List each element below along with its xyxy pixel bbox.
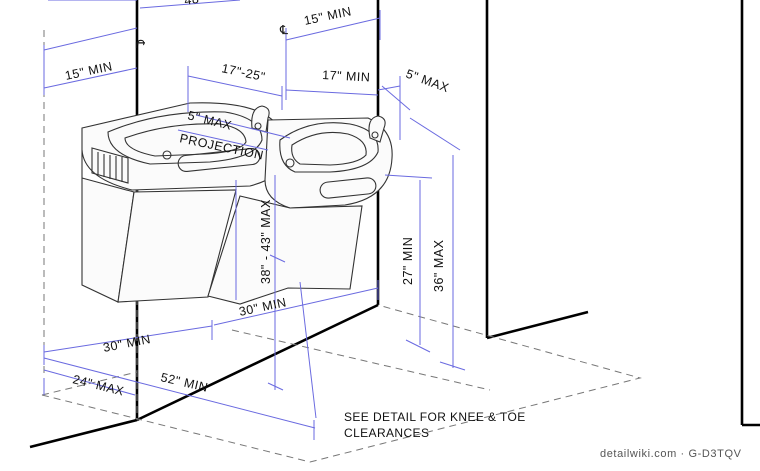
dim-five-top-max: 5" MAX [404, 67, 451, 96]
centerline-symbols: ℄ ℄ [133, 23, 289, 49]
watermark: detailwiki.com · G-D3TQV [600, 448, 742, 460]
dim-depth-30-min: 30" MIN [102, 332, 152, 355]
centerline-symbol-top: ℄ [279, 23, 289, 37]
dim-reach-17-25: 17"-25" [220, 61, 266, 84]
fountain-right [207, 115, 393, 305]
dim-height-36-max: 36" MAX [432, 239, 446, 292]
dim-top-cut: 48 [183, 0, 200, 8]
dim-right-17-min: 17" MIN [322, 68, 371, 85]
dim-height-27-min: 27" MIN [401, 237, 415, 285]
dim-width-52-min: 52" MIN [159, 370, 209, 394]
dim-height-38-43-max: 38" - 43" MAX [259, 199, 273, 284]
knee-toe-note: SEE DETAIL FOR KNEE & TOE CLEARANCES [344, 410, 526, 440]
note-line-1: SEE DETAIL FOR KNEE & TOE [344, 410, 526, 424]
dimension-lines [43, 0, 466, 440]
centerline-symbol-left: ℄ [133, 39, 147, 49]
dim-top-15-min: 15" MIN [303, 4, 353, 28]
dim-left-15-min: 15" MIN [64, 59, 114, 83]
note-line-2: CLEARANCES [344, 426, 429, 440]
